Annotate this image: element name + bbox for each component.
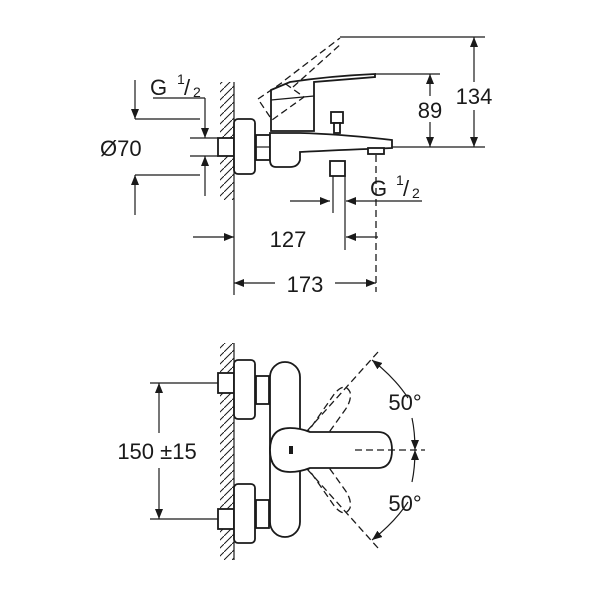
lever-handle: [270, 73, 376, 132]
svg-text:2: 2: [412, 185, 420, 201]
svg-text:2: 2: [193, 84, 201, 100]
shower-outlet: [329, 160, 346, 177]
thread-outlet-label: G 1 / 2: [370, 172, 420, 201]
svg-text:G: G: [370, 176, 387, 201]
thread-inlet-label: G 1 / 2: [150, 71, 201, 100]
svg-text:1: 1: [177, 71, 185, 87]
dim-projection-outlet: 127: [270, 227, 307, 252]
angle-down-label: 50°: [388, 491, 421, 516]
svg-text:/: /: [403, 176, 410, 201]
angle-up-label: 50°: [388, 390, 421, 415]
lever-handle: [269, 427, 393, 473]
escutcheon: [233, 118, 256, 175]
diverter-knob: [330, 111, 344, 124]
aerator: [367, 147, 385, 155]
escutcheon-lower: [233, 483, 256, 544]
inlet-stub: [217, 137, 235, 157]
side-view: 134 89 Ø70 G 1 / 2 G 1 / 2: [100, 36, 496, 297]
wall-hatching: [220, 343, 234, 560]
front-view: 50° 50° 150 ±15: [117, 343, 425, 560]
dim-height-total: 134: [456, 84, 493, 109]
mixer-body-spout: [269, 132, 393, 168]
lever-raised-outline: [257, 81, 306, 121]
svg-text:1: 1: [396, 172, 404, 188]
svg-text:/: /: [184, 75, 191, 100]
dim-height-spout: 89: [418, 98, 442, 123]
dim-centres: 150 ±15: [117, 439, 196, 464]
escutcheon-upper: [233, 359, 256, 420]
dim-projection-spout: 173: [287, 272, 324, 297]
dim-diameter: Ø70: [100, 136, 142, 161]
svg-text:G: G: [150, 75, 167, 100]
